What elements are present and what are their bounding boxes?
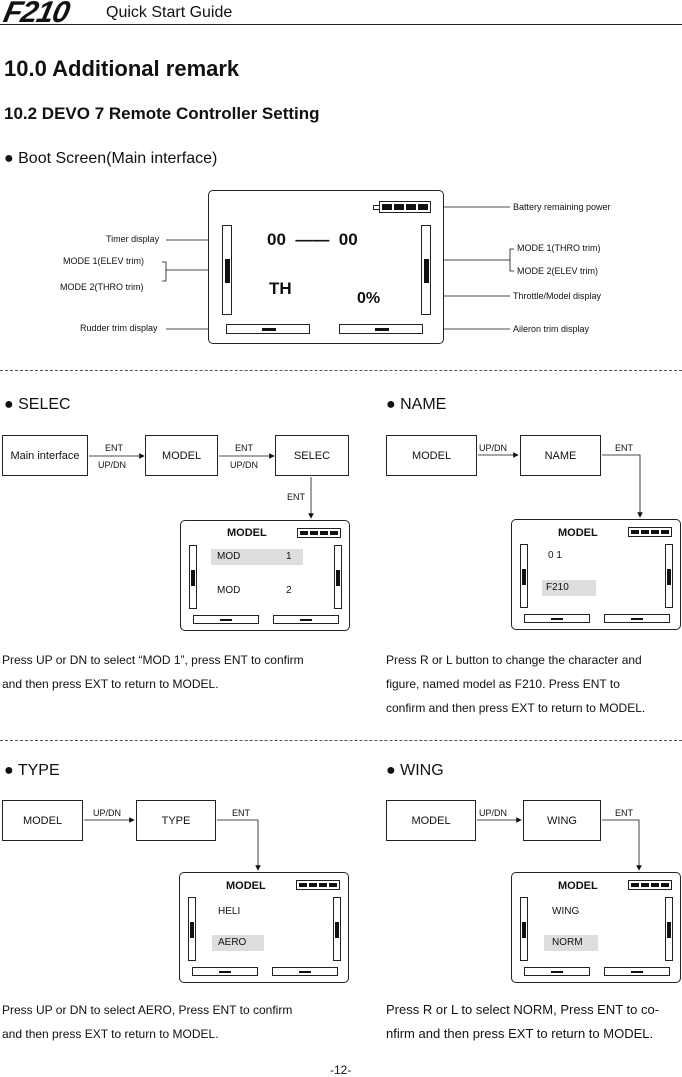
throttle-label: TH — [269, 279, 292, 298]
rudder-trim — [226, 324, 310, 334]
lcd-title: MODEL — [227, 527, 267, 539]
selec-model-box: MODEL — [145, 435, 218, 476]
mod-row-1-label[interactable]: MOD — [217, 551, 241, 562]
battery-icon — [297, 528, 341, 538]
bullet-icon: ● — [386, 762, 396, 779]
boot-heading: ● Boot Screen(Main interface) — [4, 150, 217, 168]
type-heading: ● TYPE — [4, 762, 60, 779]
selec-lcd-screen: MODEL MOD 1 MOD 2 — [180, 520, 350, 631]
throttle-model-label: Throttle/Model display — [513, 291, 602, 301]
left-vertical-trim — [188, 897, 196, 961]
timer-display: 00 —— 00 — [267, 230, 358, 249]
rudder-trim-label: Rudder trim display — [80, 323, 158, 333]
aileron-trim — [339, 324, 423, 334]
battery-icon — [628, 527, 672, 537]
section-divider — [0, 370, 682, 371]
name-box: NAME — [520, 435, 601, 476]
name-model-box: MODEL — [386, 435, 477, 476]
bullet-icon: ● — [4, 396, 14, 413]
mod-row-2-label[interactable]: MOD — [217, 585, 241, 596]
selec-heading: ● SELEC — [4, 396, 71, 413]
arrow-label-ent: ENT — [615, 808, 633, 818]
wing-option-norm[interactable]: NORM — [552, 937, 583, 948]
arrow-label-ent: ENT — [105, 443, 123, 453]
subsection-title: 10.2 DEVO 7 Remote Controller Setting — [4, 104, 320, 123]
section-divider — [0, 740, 682, 741]
lcd-title: MODEL — [226, 880, 266, 892]
bullet-icon: ● — [4, 150, 14, 167]
wing-instructions: Press R or L to select NORM, Press ENT t… — [386, 1002, 660, 1041]
wing-lcd-screen: MODEL WING NORM — [511, 872, 681, 983]
right-vertical-trim — [334, 545, 342, 609]
right-vertical-trim — [665, 544, 673, 608]
arrow-label-updn: UP/DN — [93, 808, 122, 818]
selec-box: SELEC — [275, 435, 349, 476]
arrow-label-ent: ENT — [232, 808, 250, 818]
main-interface-box: Main interface — [2, 435, 88, 476]
battery-icon — [379, 201, 431, 213]
arrow-label-updn: UP/DN — [230, 460, 259, 470]
selec-instructions: Press UP or DN to select “MOD 1”, press … — [2, 653, 304, 691]
type-instructions: Press UP or DN to select AERO, Press ENT… — [2, 1003, 293, 1041]
lcd-title: MODEL — [558, 527, 598, 539]
left-vertical-trim — [189, 545, 197, 609]
bottom-right-trim — [273, 615, 339, 624]
wing-heading: ● WING — [386, 762, 444, 779]
mode2-thro-label: MODE 2(THRO trim) — [60, 282, 144, 292]
left-vertical-trim — [520, 897, 528, 961]
bottom-right-trim — [272, 967, 338, 976]
battery-tip-icon — [373, 205, 379, 210]
type-option-heli[interactable]: HELI — [218, 906, 241, 917]
mod-row-1-value: 1 — [286, 551, 292, 562]
battery-icon — [296, 880, 340, 890]
right-vertical-trim — [421, 225, 431, 315]
type-lcd-screen: MODEL HELI AERO — [179, 872, 349, 983]
right-vertical-trim — [665, 897, 673, 961]
throttle-percent: 0% — [357, 290, 381, 307]
type-model-box: MODEL — [2, 800, 83, 841]
bullet-icon: ● — [386, 396, 396, 413]
battery-power-label: Battery remaining power — [513, 202, 611, 212]
bullet-icon: ● — [4, 762, 14, 779]
arrow-label-ent: ENT — [287, 492, 305, 502]
header-title: Quick Start Guide — [106, 4, 233, 21]
section-title: 10.0 Additional remark — [4, 56, 240, 81]
left-vertical-trim — [222, 225, 232, 315]
bottom-left-trim — [524, 614, 590, 623]
mode1-thro-label: MODE 1(THRO trim) — [517, 243, 601, 253]
battery-icon — [628, 880, 672, 890]
bottom-left-trim — [193, 615, 259, 624]
mod-row-2-value: 2 — [286, 585, 292, 596]
right-vertical-trim — [333, 897, 341, 961]
wing-model-box: MODEL — [386, 800, 476, 841]
boot-lcd-screen: 00 —— 00 TH 0% — [208, 190, 444, 344]
arrow-label-ent: ENT — [235, 443, 253, 453]
type-option-aero[interactable]: AERO — [218, 937, 247, 948]
left-vertical-trim — [520, 544, 528, 608]
header-rule — [0, 24, 682, 25]
arrow-label-ent: ENT — [615, 443, 633, 453]
bottom-left-trim — [192, 967, 258, 976]
boot-heading-text: Boot Screen(Main interface) — [18, 150, 218, 167]
wing-row-label: WING — [552, 906, 580, 917]
lcd-title: MODEL — [558, 880, 598, 892]
wing-box: WING — [523, 800, 601, 841]
bottom-right-trim — [604, 967, 670, 976]
bottom-right-trim — [604, 614, 670, 623]
arrow-label-updn: UP/DN — [479, 808, 508, 818]
timer-display-label: Timer display — [106, 234, 160, 244]
name-row-1: 0 1 — [548, 550, 562, 561]
arrow-label-updn: UP/DN — [479, 443, 508, 453]
page-number: -12- — [330, 1063, 352, 1077]
bottom-left-trim — [524, 967, 590, 976]
mode2-elev-label: MODE 2(ELEV trim) — [517, 266, 599, 276]
arrow-label-updn: UP/DN — [98, 460, 127, 470]
name-instructions: Press R or L button to change the charac… — [386, 653, 646, 715]
aileron-trim-label: Aileron trim display — [513, 324, 590, 334]
name-heading: ● NAME — [386, 396, 447, 413]
name-lcd-screen: MODEL 0 1 F210 — [511, 519, 681, 630]
mode1-elev-label: MODE 1(ELEV trim) — [63, 256, 145, 266]
type-box: TYPE — [136, 800, 216, 841]
name-row-2[interactable]: F210 — [546, 582, 569, 593]
